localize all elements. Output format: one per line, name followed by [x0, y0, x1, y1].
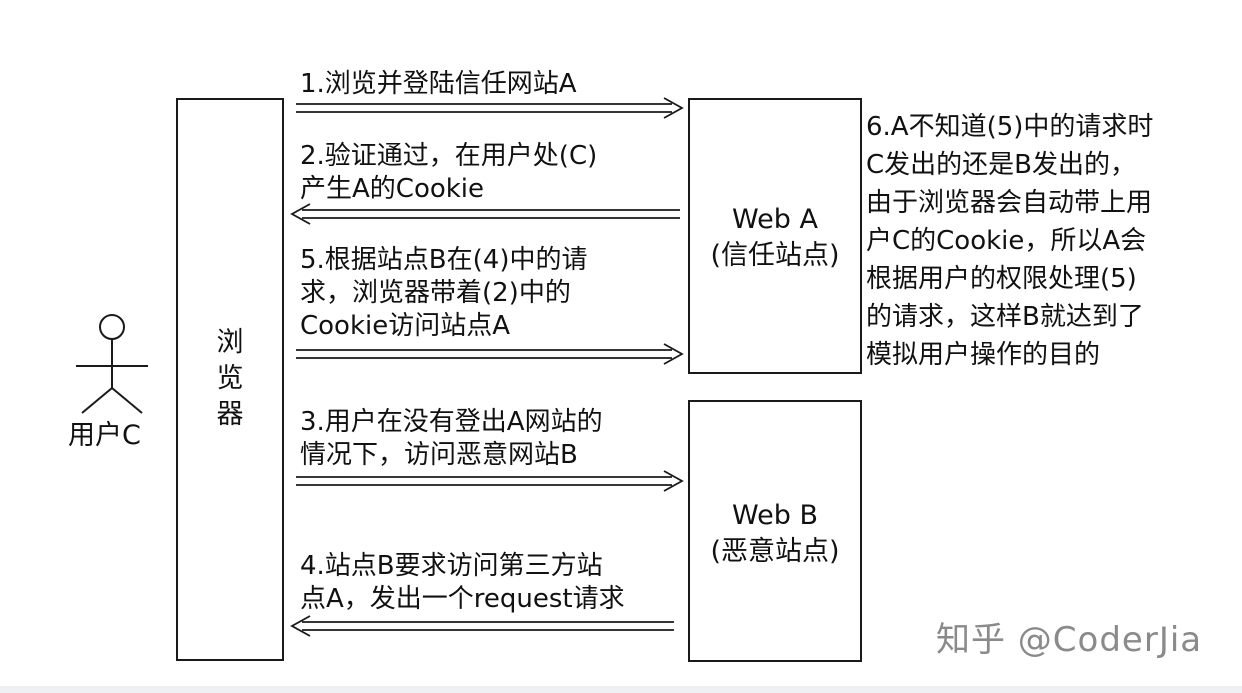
- user-left-leg: [81, 387, 113, 414]
- step3-line: 3.用户在没有登出A网站的: [300, 407, 603, 437]
- web-a-role: (信任站点): [710, 240, 840, 271]
- step5-text: 5.根据站点B在(4)中的请 求，浏览器带着(2)中的 Cookie访问站点A: [300, 244, 587, 343]
- web-a-label: Web A (信任站点): [690, 202, 860, 274]
- step5-line: 5.根据站点B在(4)中的请: [300, 245, 588, 275]
- browser-label: 浏 览 器: [178, 325, 282, 433]
- user-right-leg: [111, 387, 143, 414]
- user-figure: [76, 314, 148, 414]
- arrow-step2: [290, 203, 680, 225]
- web-b-label: Web B (恶意站点): [690, 498, 860, 570]
- arrow-step5: [296, 343, 684, 365]
- step4-line: 点A，发出一个request请求: [300, 584, 625, 614]
- step2-line: 产生A的Cookie: [300, 174, 485, 204]
- step3-text: 3.用户在没有登出A网站的 情况下，访问恶意网站B: [300, 406, 603, 472]
- note-line: 户C的Cookie，所以A会: [866, 226, 1147, 256]
- bottom-strip: [0, 686, 1242, 693]
- step5-line: Cookie访问站点A: [300, 311, 511, 341]
- note-line: 由于浏览器会自动带上用: [866, 188, 1153, 218]
- arrow-step1: [296, 97, 684, 119]
- note-line: 模拟用户操作的目的: [866, 340, 1101, 370]
- step5-line: 求，浏览器带着(2)中的: [300, 278, 571, 308]
- step1-line: 1.浏览并登陆信任网站A: [300, 69, 577, 99]
- step2-line: 2.验证通过，在用户处(C): [300, 141, 598, 171]
- browser-char: 览: [216, 363, 244, 394]
- web-a-box: Web A (信任站点): [688, 98, 862, 374]
- note-line: 6.A不知道(5)中的请求时: [866, 112, 1154, 142]
- browser-box: 浏 览 器: [176, 98, 284, 661]
- web-a-name: Web A: [732, 204, 818, 235]
- web-b-name: Web B: [732, 500, 818, 531]
- watermark: 知乎 @CoderJia: [936, 620, 1203, 660]
- web-b-box: Web B (恶意站点): [688, 400, 862, 662]
- user-head: [99, 314, 125, 340]
- note-line: C发出的还是B发出的，: [866, 150, 1136, 180]
- browser-char: 器: [216, 399, 244, 430]
- arrow-step4: [290, 615, 674, 637]
- web-b-role: (恶意站点): [710, 536, 840, 567]
- step2-text: 2.验证通过，在用户处(C) 产生A的Cookie: [300, 140, 597, 206]
- step4-line: 4.站点B要求访问第三方站: [300, 551, 603, 581]
- note-line: 的请求，这样B就达到了: [866, 302, 1144, 332]
- step1-text: 1.浏览并登陆信任网站A: [300, 68, 577, 101]
- step4-text: 4.站点B要求访问第三方站 点A，发出一个request请求: [300, 550, 625, 616]
- user-label: 用户C: [68, 420, 141, 451]
- browser-char: 浏: [216, 327, 244, 358]
- arrow-step3: [296, 470, 684, 492]
- step3-line: 情况下，访问恶意网站B: [300, 440, 578, 470]
- explanation-note: 6.A不知道(5)中的请求时 C发出的还是B发出的， 由于浏览器会自动带上用 户…: [866, 108, 1153, 374]
- note-line: 根据用户的权限处理(5): [866, 264, 1137, 294]
